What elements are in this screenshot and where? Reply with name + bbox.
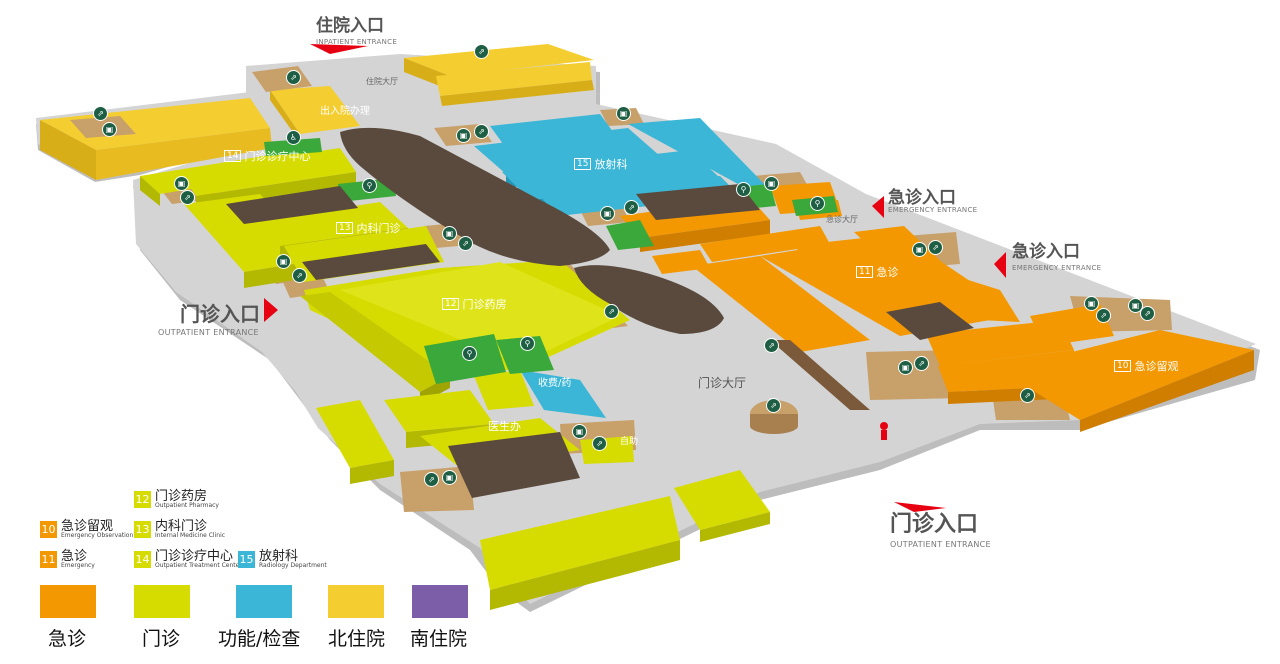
toilet-icon: ⚲ xyxy=(736,182,751,197)
elevator-icon: ▣ xyxy=(600,206,615,221)
emergency-entrance-en-1: EMERGENCY ENTRANCE xyxy=(888,206,978,214)
outpatient-entrance-en-left: OUTPATIENT ENTRANCE xyxy=(158,328,259,337)
stairs-icon: ⇗ xyxy=(180,190,195,205)
elevator-icon: ▣ xyxy=(572,424,587,439)
elevator-icon: ▣ xyxy=(898,360,913,375)
emergency-entrance-label-1: 急诊入口 xyxy=(888,188,956,208)
escalator-icon: ⇗ xyxy=(604,304,619,319)
elevator-icon: ▣ xyxy=(1128,298,1143,313)
stairs-icon: ⇗ xyxy=(1096,308,1111,323)
elevator-icon: ▣ xyxy=(456,128,471,143)
dept-12-label: 12 门诊药房 xyxy=(442,296,506,312)
swatch-function xyxy=(236,585,292,618)
outpatient-entrance-label-left: 门诊入口 xyxy=(180,302,260,326)
emergency-entrance-label-2: 急诊入口 xyxy=(1012,242,1080,262)
elevator-icon: ▣ xyxy=(442,470,457,485)
admission-label: 出入院办理 xyxy=(320,106,370,117)
swatch-label: 门诊 xyxy=(142,628,181,650)
emergency-hall-label: 急诊大厅 xyxy=(826,215,858,224)
swatch-north-inpatient xyxy=(328,585,384,618)
inpatient-hall-label: 住院大厅 xyxy=(366,77,398,86)
swatch-south-inpatient xyxy=(412,585,468,618)
elevator-icon: ▣ xyxy=(174,176,189,191)
emergency-blocks xyxy=(620,182,1254,432)
elevator-icon: ▣ xyxy=(616,106,631,121)
elevator-icon: ▣ xyxy=(102,122,117,137)
stairs-icon: ⇗ xyxy=(93,106,108,121)
emergency-entrance-en-2: EMERGENCY ENTRANCE xyxy=(1012,264,1102,272)
stairs-icon: ⇗ xyxy=(474,44,489,59)
swatch-outpatient xyxy=(134,585,190,618)
stairs-icon: ⇗ xyxy=(424,472,439,487)
elevator-icon: ▣ xyxy=(442,226,457,241)
outpatient-blocks xyxy=(140,148,770,610)
elevator-icon: ▣ xyxy=(764,176,779,191)
stairs-icon: ⇗ xyxy=(286,70,301,85)
swatch-label: 北住院 xyxy=(328,628,386,650)
outpatient-hall-label: 门诊大厅 xyxy=(698,376,747,390)
stairs-icon: ⇗ xyxy=(624,200,639,215)
stairs-icon: ⇗ xyxy=(928,240,943,255)
stairs-icon: ⇗ xyxy=(458,236,473,251)
outpatient-entrance-en-bottom: OUTPATIENT ENTRANCE xyxy=(890,540,991,549)
stairs-icon: ⇗ xyxy=(292,268,307,283)
stairs-icon: ⇗ xyxy=(474,124,489,139)
inpatient-entrance-label: 住院入口 xyxy=(316,16,384,36)
self-service-label: 自助 xyxy=(620,437,639,447)
swatch-emergency xyxy=(40,585,96,618)
swatch-label: 南住院 xyxy=(410,628,468,650)
stairs-icon: ⇗ xyxy=(1140,306,1155,321)
dept-11-label: 11 急诊 xyxy=(856,264,898,280)
toilet-icon: ⚲ xyxy=(810,196,825,211)
dept-13-label: 13 内科门诊 xyxy=(336,220,400,236)
stairs-icon: ⇗ xyxy=(914,356,929,371)
inpatient-entrance-en: INPATIENT ENTRANCE xyxy=(316,38,398,46)
doctor-office-label: 医生办 xyxy=(488,420,521,433)
toilet-icon: ⚲ xyxy=(462,346,477,361)
outpatient-entrance-label-bottom: 门诊入口 xyxy=(890,512,979,537)
wheelchair-icon: ♿ xyxy=(286,130,301,145)
stairs-icon: ⇗ xyxy=(592,436,607,451)
elevator-icon: ▣ xyxy=(276,254,291,269)
escalator-icon: ⇗ xyxy=(764,338,779,353)
dept-15-label: 15 放射科 xyxy=(574,156,627,172)
stairs-icon: ⇗ xyxy=(1020,388,1035,403)
dept-14-label: 14 门诊诊疗中心 xyxy=(224,148,310,164)
dept-10-label: 10 急诊留观 xyxy=(1114,358,1178,374)
payment-label: 收费/药 xyxy=(538,378,572,389)
swatch-label: 急诊 xyxy=(48,628,87,650)
elevator-icon: ▣ xyxy=(912,242,927,257)
dark-areas xyxy=(226,127,974,498)
north-inpatient-blocks xyxy=(40,44,594,180)
swatch-label: 功能/检查 xyxy=(218,628,301,650)
toilet-icon: ⚲ xyxy=(362,178,377,193)
toilet-icon: ⚲ xyxy=(520,336,535,351)
elevator-icon: ▣ xyxy=(1084,296,1099,311)
entrance-markers xyxy=(264,44,1006,512)
escalator-icon: ⇗ xyxy=(766,398,781,413)
